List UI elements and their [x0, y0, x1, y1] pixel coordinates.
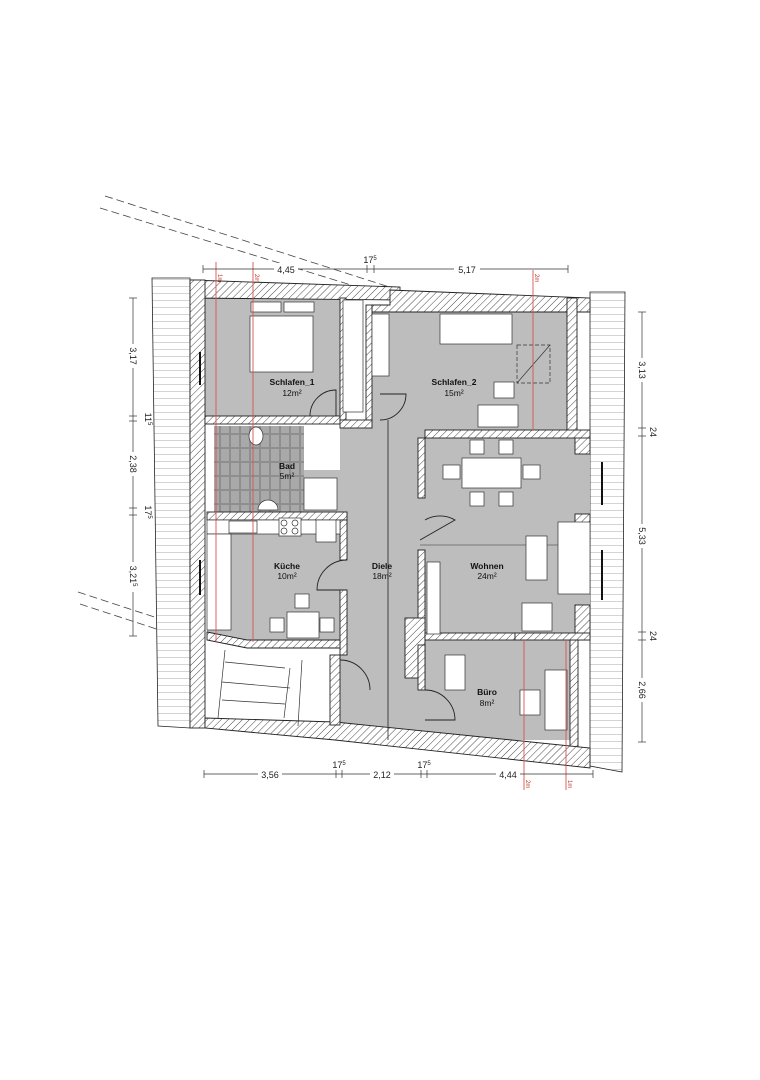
- dimension-lines: [129, 265, 646, 778]
- room-area-bad: 5m²: [280, 471, 295, 481]
- furniture: [206, 299, 591, 731]
- dining-table: [461, 457, 522, 489]
- room-name-diele: Diele: [372, 561, 393, 571]
- dim-bottom-b: 175: [332, 760, 346, 770]
- wardrobe: [342, 299, 364, 413]
- roof-tiles: [151, 277, 626, 773]
- sofa: [557, 521, 591, 595]
- dim-right-e: 2,66: [637, 681, 647, 699]
- dim-top-right: 5,17: [458, 265, 476, 275]
- doors: [309, 389, 456, 721]
- dim-top-mid: 175: [363, 255, 377, 265]
- double-bed: [249, 315, 314, 373]
- room-name-schlafen-2: Schlafen_2: [432, 377, 477, 387]
- height-marker: 1m: [216, 274, 222, 282]
- dim-bottom-d: 175: [417, 760, 431, 770]
- dim-right-d: 24: [648, 631, 658, 641]
- shower: [303, 477, 338, 511]
- toilet: [248, 426, 264, 446]
- room-name-bad: Bad: [279, 461, 295, 471]
- dim-bottom-e: 4,44: [499, 770, 517, 780]
- room-area-diele: 18m²: [372, 571, 392, 581]
- kitchen-table: [286, 611, 320, 639]
- walls: [189, 279, 591, 769]
- room-name-kueche: Küche: [274, 561, 300, 571]
- windows: [199, 352, 603, 600]
- dim-left-e: 3,215: [128, 566, 138, 588]
- height-marker: 2m: [253, 274, 259, 282]
- room-name-buero: Büro: [477, 687, 497, 697]
- stairwell: [210, 640, 335, 720]
- dim-left-d: 175: [143, 505, 153, 519]
- room-area-wohnen: 24m²: [477, 571, 497, 581]
- room-area-schlafen-2: 15m²: [444, 388, 464, 398]
- dim-bottom-c: 2,12: [373, 770, 391, 780]
- room-area-schlafen-1: 12m²: [282, 388, 302, 398]
- fridge: [315, 519, 337, 543]
- armchair: [521, 602, 553, 632]
- washbasin: [257, 499, 279, 511]
- height-marker: 2m: [533, 274, 539, 282]
- dim-left-a: 3,17: [128, 347, 138, 365]
- dim-left-b: 115: [143, 413, 153, 426]
- sink: [228, 520, 258, 534]
- height-marker: 2m: [524, 780, 530, 788]
- dim-left-c: 2,38: [128, 455, 138, 473]
- room-area-buero: 8m²: [480, 698, 495, 708]
- dim-right-c: 5,33: [637, 527, 647, 545]
- single-bed: [439, 313, 513, 345]
- dim-top-left: 4,45: [277, 265, 295, 275]
- dim-right-a: 3,13: [637, 361, 647, 379]
- coffee-table: [525, 535, 548, 581]
- height-marker: 1m: [566, 780, 572, 788]
- tv-unit: [426, 561, 441, 635]
- dim-right-b: 24: [648, 427, 658, 437]
- desk: [493, 381, 515, 399]
- staircase: [217, 649, 303, 727]
- room-labels: Schlafen_1 12m² Schlafen_2 15m² Bad 5m² …: [270, 377, 504, 708]
- office-desk: [544, 669, 568, 731]
- room-name-wohnen: Wohnen: [470, 561, 503, 571]
- room-area-kueche: 10m²: [277, 571, 297, 581]
- dim-bottom-a: 3,56: [261, 770, 279, 780]
- room-name-schlafen-1: Schlafen_1: [270, 377, 315, 387]
- ceiling-height-lines: [215, 262, 567, 790]
